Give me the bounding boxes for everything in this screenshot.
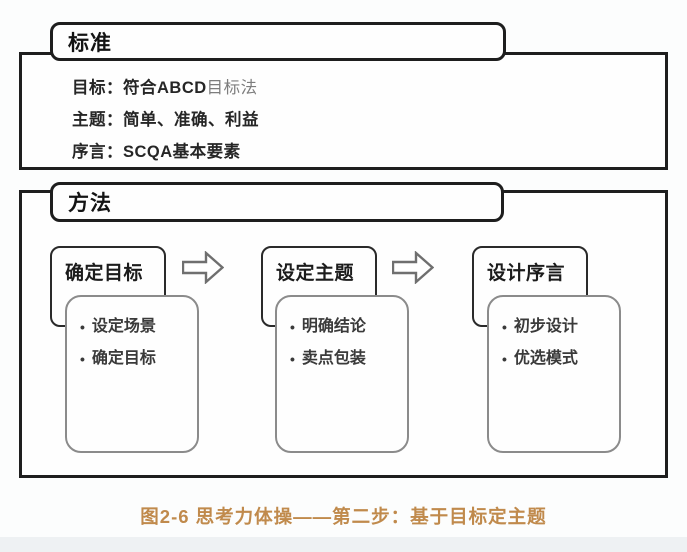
list-item: • 确定目标 [80, 349, 189, 369]
right-arrow-icon [182, 251, 224, 284]
bullet-icon: • [290, 351, 295, 367]
list-item: • 优选模式 [502, 349, 611, 369]
step1-detail-box: • 设定场景 • 确定目标 [65, 295, 199, 453]
standard-criteria-list: 目标：符合ABCD目标法 主题：简单、准确、利益 序言：SCQA基本要素 [72, 77, 259, 163]
standard-line-goal: 目标：符合ABCD目标法 [72, 77, 259, 99]
step2-bullet-1: 明确结论 [301, 318, 366, 335]
method-tab: 方法 [50, 182, 504, 222]
step1-bullet-1: 设定场景 [91, 318, 156, 335]
right-arrow-icon [392, 251, 434, 284]
step2-detail-box: • 明确结论 • 卖点包装 [275, 295, 409, 453]
standard-line-preface-text: 序言：SCQA基本要素 [72, 143, 241, 161]
step2-title: 设定主题 [276, 263, 355, 284]
bullet-icon: • [502, 319, 507, 335]
step3-title: 设计序言 [487, 263, 566, 284]
step1-title: 确定目标 [65, 263, 144, 284]
step3-detail-box: • 初步设计 • 优选模式 [487, 295, 621, 453]
bullet-icon: • [80, 319, 85, 335]
bullet-icon: • [80, 351, 85, 367]
standard-tab-label: 标准 [68, 31, 112, 55]
bullet-icon: • [290, 319, 295, 335]
step2-bullet-2: 卖点包装 [301, 350, 366, 367]
standard-line-preface: 序言：SCQA基本要素 [72, 141, 259, 163]
list-item: • 初步设计 [502, 317, 611, 337]
standard-line-goal-text: 目标：符合ABCD [72, 79, 207, 97]
step3-bullet-1: 初步设计 [513, 318, 578, 335]
standard-line-theme-text: 主题：简单、准确、利益 [72, 111, 259, 129]
bottom-background-strip [0, 537, 687, 552]
bullet-icon: • [502, 351, 507, 367]
standard-line-theme: 主题：简单、准确、利益 [72, 109, 259, 131]
list-item: • 设定场景 [80, 317, 189, 337]
standard-tab: 标准 [50, 22, 506, 61]
figure-caption: 图2-6 思考力体操——第二步：基于目标定主题 [140, 506, 547, 527]
step1-bullet-2: 确定目标 [91, 350, 156, 367]
list-item: • 卖点包装 [290, 349, 399, 369]
method-tab-label: 方法 [68, 192, 112, 215]
step3-bullet-2: 优选模式 [513, 350, 578, 367]
list-item: • 明确结论 [290, 317, 399, 337]
standard-line-goal-suffix: 目标法 [206, 79, 258, 97]
